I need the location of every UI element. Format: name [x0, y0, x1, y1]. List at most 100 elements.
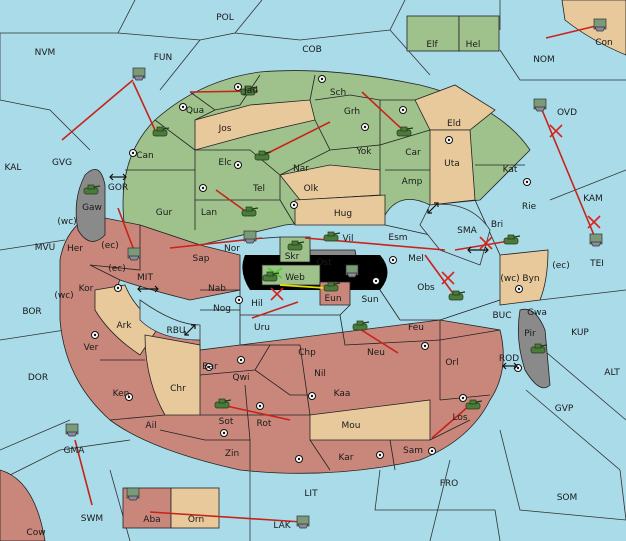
army-unit-icon[interactable]: [262, 271, 280, 282]
region-gaw[interactable]: [75, 168, 106, 242]
sea-labels: POL NVM FUN COB NOM KAL GVG GOR OVD KAM …: [5, 13, 621, 538]
label-orn: Orn: [188, 515, 204, 525]
fleet-unit-icon[interactable]: [345, 264, 359, 278]
fleet-unit-icon[interactable]: [243, 230, 257, 244]
army-unit-icon[interactable]: [254, 150, 272, 161]
fleet-unit-icon[interactable]: [65, 423, 79, 437]
label-gur: Gur: [156, 208, 173, 218]
supply-center-icon: [445, 136, 453, 144]
label-grh: Grh: [344, 107, 360, 117]
label-mit: MIT: [137, 273, 153, 283]
fleet-unit-icon[interactable]: [126, 487, 140, 501]
label-buc: BUC: [492, 311, 511, 321]
fleet-unit-icon[interactable]: [593, 18, 607, 32]
army-unit-icon[interactable]: [241, 206, 259, 217]
supply-center-icon: [308, 392, 316, 400]
fleet-unit-icon[interactable]: [589, 233, 603, 247]
region-ark[interactable]: [94, 284, 161, 356]
army-unit-icon[interactable]: [448, 290, 466, 301]
label-kar: Kar: [339, 453, 354, 463]
label-orl: Orl: [445, 358, 458, 368]
region-olk[interactable]: [279, 164, 381, 201]
label-pol: POL: [216, 13, 234, 23]
supply-center-icon: [523, 178, 531, 186]
label-tei: TEI: [589, 259, 604, 269]
label-car: Car: [405, 148, 421, 158]
supply-center-icon: [421, 342, 429, 350]
label-coast-her-ec: (ec): [101, 241, 119, 251]
label-som: SOM: [557, 493, 578, 503]
label-neu: Neu: [367, 348, 385, 358]
fleet-unit-icon[interactable]: [127, 247, 141, 261]
label-elf: Elf: [426, 40, 438, 50]
convoy-arrow-icon: [109, 173, 127, 181]
label-kam: KAM: [583, 194, 603, 204]
supply-center-icon: [515, 285, 523, 293]
label-ver: Ver: [84, 343, 99, 353]
convoy-arrow-icon: [467, 246, 489, 254]
fleet-unit-icon[interactable]: [533, 98, 547, 112]
label-gvp: GVP: [555, 404, 574, 414]
army-unit-icon[interactable]: [530, 343, 548, 354]
army-unit-icon[interactable]: [240, 85, 258, 96]
region-eld[interactable]: [414, 84, 496, 131]
label-nab: Nab: [208, 284, 226, 294]
label-fun: FUN: [154, 53, 173, 63]
failed-order-icon: [441, 271, 455, 285]
region-orn[interactable]: [170, 487, 220, 529]
label-sun: Sun: [361, 295, 378, 305]
army-unit-icon[interactable]: [352, 320, 370, 331]
supply-center-icon: [234, 161, 242, 169]
convoy-arrow-icon: [427, 202, 439, 214]
label-mou: Mou: [342, 421, 361, 431]
failed-order-icon: [587, 215, 601, 229]
label-gor: GOR: [108, 183, 128, 193]
region-rbu[interactable]: [139, 299, 201, 341]
label-lit: LIT: [304, 489, 318, 499]
label-bor: BOR: [22, 307, 41, 317]
region-hel[interactable]: [458, 15, 500, 52]
army-unit-icon[interactable]: [83, 184, 101, 195]
supply-center-icon: [125, 393, 133, 401]
supply-center-icon: [91, 331, 99, 339]
supply-center-icon: [199, 184, 207, 192]
army-unit-icon[interactable]: [396, 126, 414, 137]
label-feu: Feu: [408, 323, 424, 333]
failed-order-icon: [549, 124, 563, 138]
supply-centers: [91, 75, 531, 463]
label-alt: ALT: [604, 368, 620, 378]
region-elf[interactable]: [406, 15, 460, 52]
label-tel: Tel: [252, 184, 265, 194]
convoy-arrow-icon: [137, 285, 159, 293]
label-lak: LAK: [273, 521, 291, 531]
coast-labels: (wc) (ec) (ec) (wc) (wc) (ec): [54, 217, 569, 301]
label-zin: Zin: [225, 449, 239, 459]
label-rie: Rie: [522, 202, 537, 212]
supply-center-icon: [256, 402, 264, 410]
army-unit-icon[interactable]: [214, 398, 232, 409]
fleet-unit-icon[interactable]: [296, 515, 310, 529]
army-unit-icon[interactable]: [323, 231, 341, 242]
supply-center-icon: [399, 106, 407, 114]
fleet-unit-icon[interactable]: [132, 67, 146, 81]
army-unit-icon[interactable]: [323, 281, 341, 292]
label-ail: Ail: [145, 421, 156, 431]
label-hil: Hil: [251, 299, 263, 309]
region-chr[interactable]: [144, 334, 201, 416]
label-kat: Kat: [503, 165, 518, 175]
region-byn[interactable]: [499, 249, 549, 306]
label-amp: Amp: [402, 177, 423, 187]
label-kup: KUP: [571, 328, 589, 338]
army-unit-icon[interactable]: [152, 126, 170, 137]
supply-center-icon: [514, 364, 522, 372]
label-olk: Olk: [304, 184, 320, 194]
label-kaa: Kaa: [334, 389, 351, 399]
label-can: Can: [136, 151, 154, 161]
army-unit-icon[interactable]: [287, 240, 305, 251]
label-gaw: Gaw: [82, 203, 102, 213]
army-unit-icon[interactable]: [503, 234, 521, 245]
convoy-arrow-icon: [502, 362, 518, 370]
army-unit-icon[interactable]: [465, 399, 483, 410]
label-nil: Nil: [314, 369, 326, 379]
